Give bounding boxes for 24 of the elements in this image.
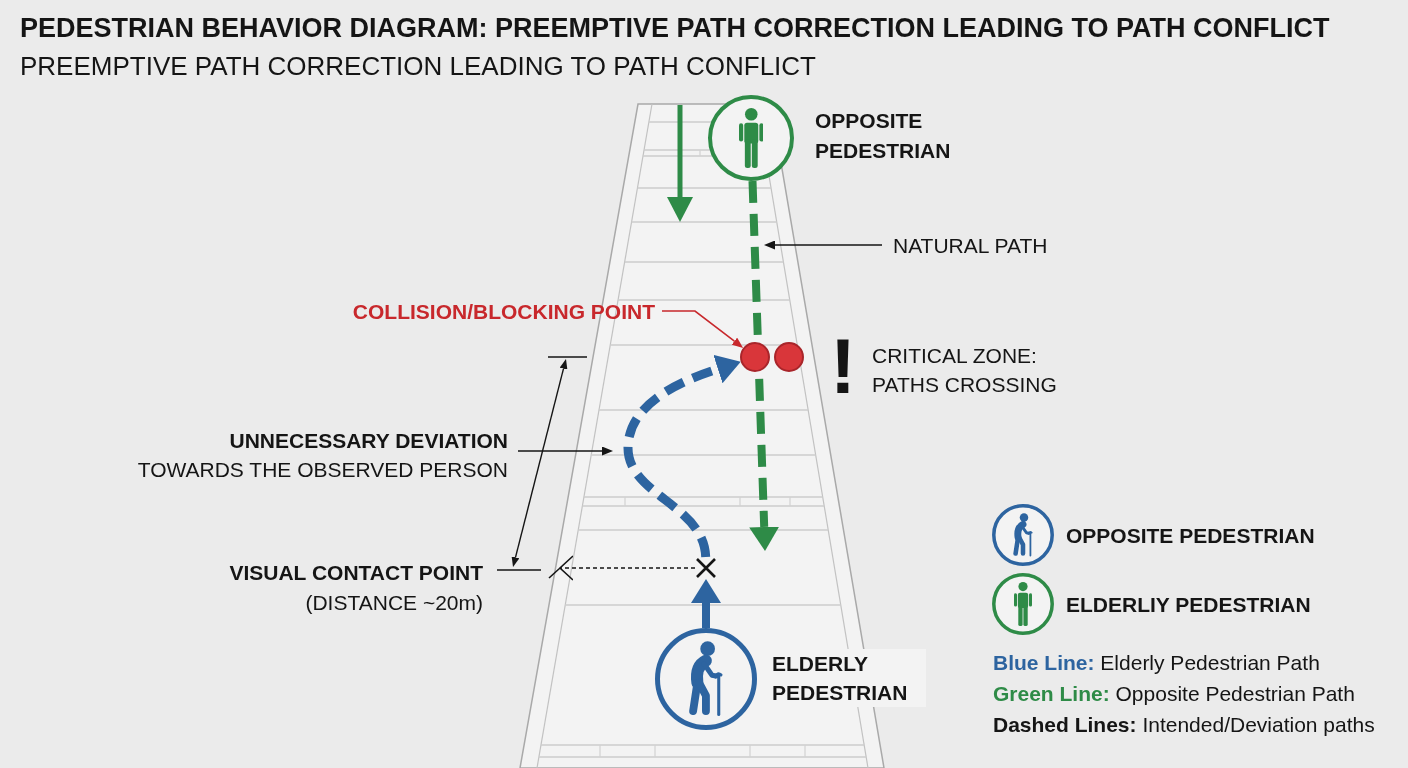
callout-label: NATURAL PATH [893,231,1048,260]
pedestrian-label: OPPOSITE PEDESTRIAN [815,108,952,164]
point-label: VISUAL CONTACT POINT [229,560,483,586]
legend-label: OPPOSITE PEDESTRIAN [1066,523,1315,549]
distance-label: (DISTANCE ~20m) [305,590,483,616]
dotted-arrow [548,555,696,581]
dashed-path-arrow [623,357,741,558]
path-arrow [694,579,718,628]
dashed-path-arrow [748,180,777,551]
legend-label: ELDERLIY PEDESTRIAN [1066,592,1311,618]
callout-label: COLLISION/BLOCKING POINT [352,297,655,326]
leader-arrow [517,446,611,456]
diagram-subtitle: PREEMPTIVE PATH CORRECTION LEADING TO PATH CONFLICT [20,50,816,82]
zone-note: CRITICAL ZONE: PATHS CROSSING [872,343,1058,398]
leader-arrow [661,310,742,347]
exclamation-mark: ! [830,327,856,405]
callout-text: TOWARDS THE OBSERVED PERSON [137,457,508,483]
cross-mark [695,557,717,579]
leader-arrow [766,240,883,250]
callout-heading: UNNECESSARY DEVIATION [228,428,508,454]
legend-text: Dashed Lines: Intended/Deviation paths [993,712,1375,738]
legend-text: Blue Line: Elderly Pedestrian Path [993,650,1320,676]
legend-text: Green Line: Opposite Pedestrian Path [993,681,1355,707]
diagram-title: PEDESTRIAN BEHAVIOR DIAGRAM: PREEMPTIVE PATH CORRECTION LEADING TO PATH CONFLICT [20,12,1330,44]
